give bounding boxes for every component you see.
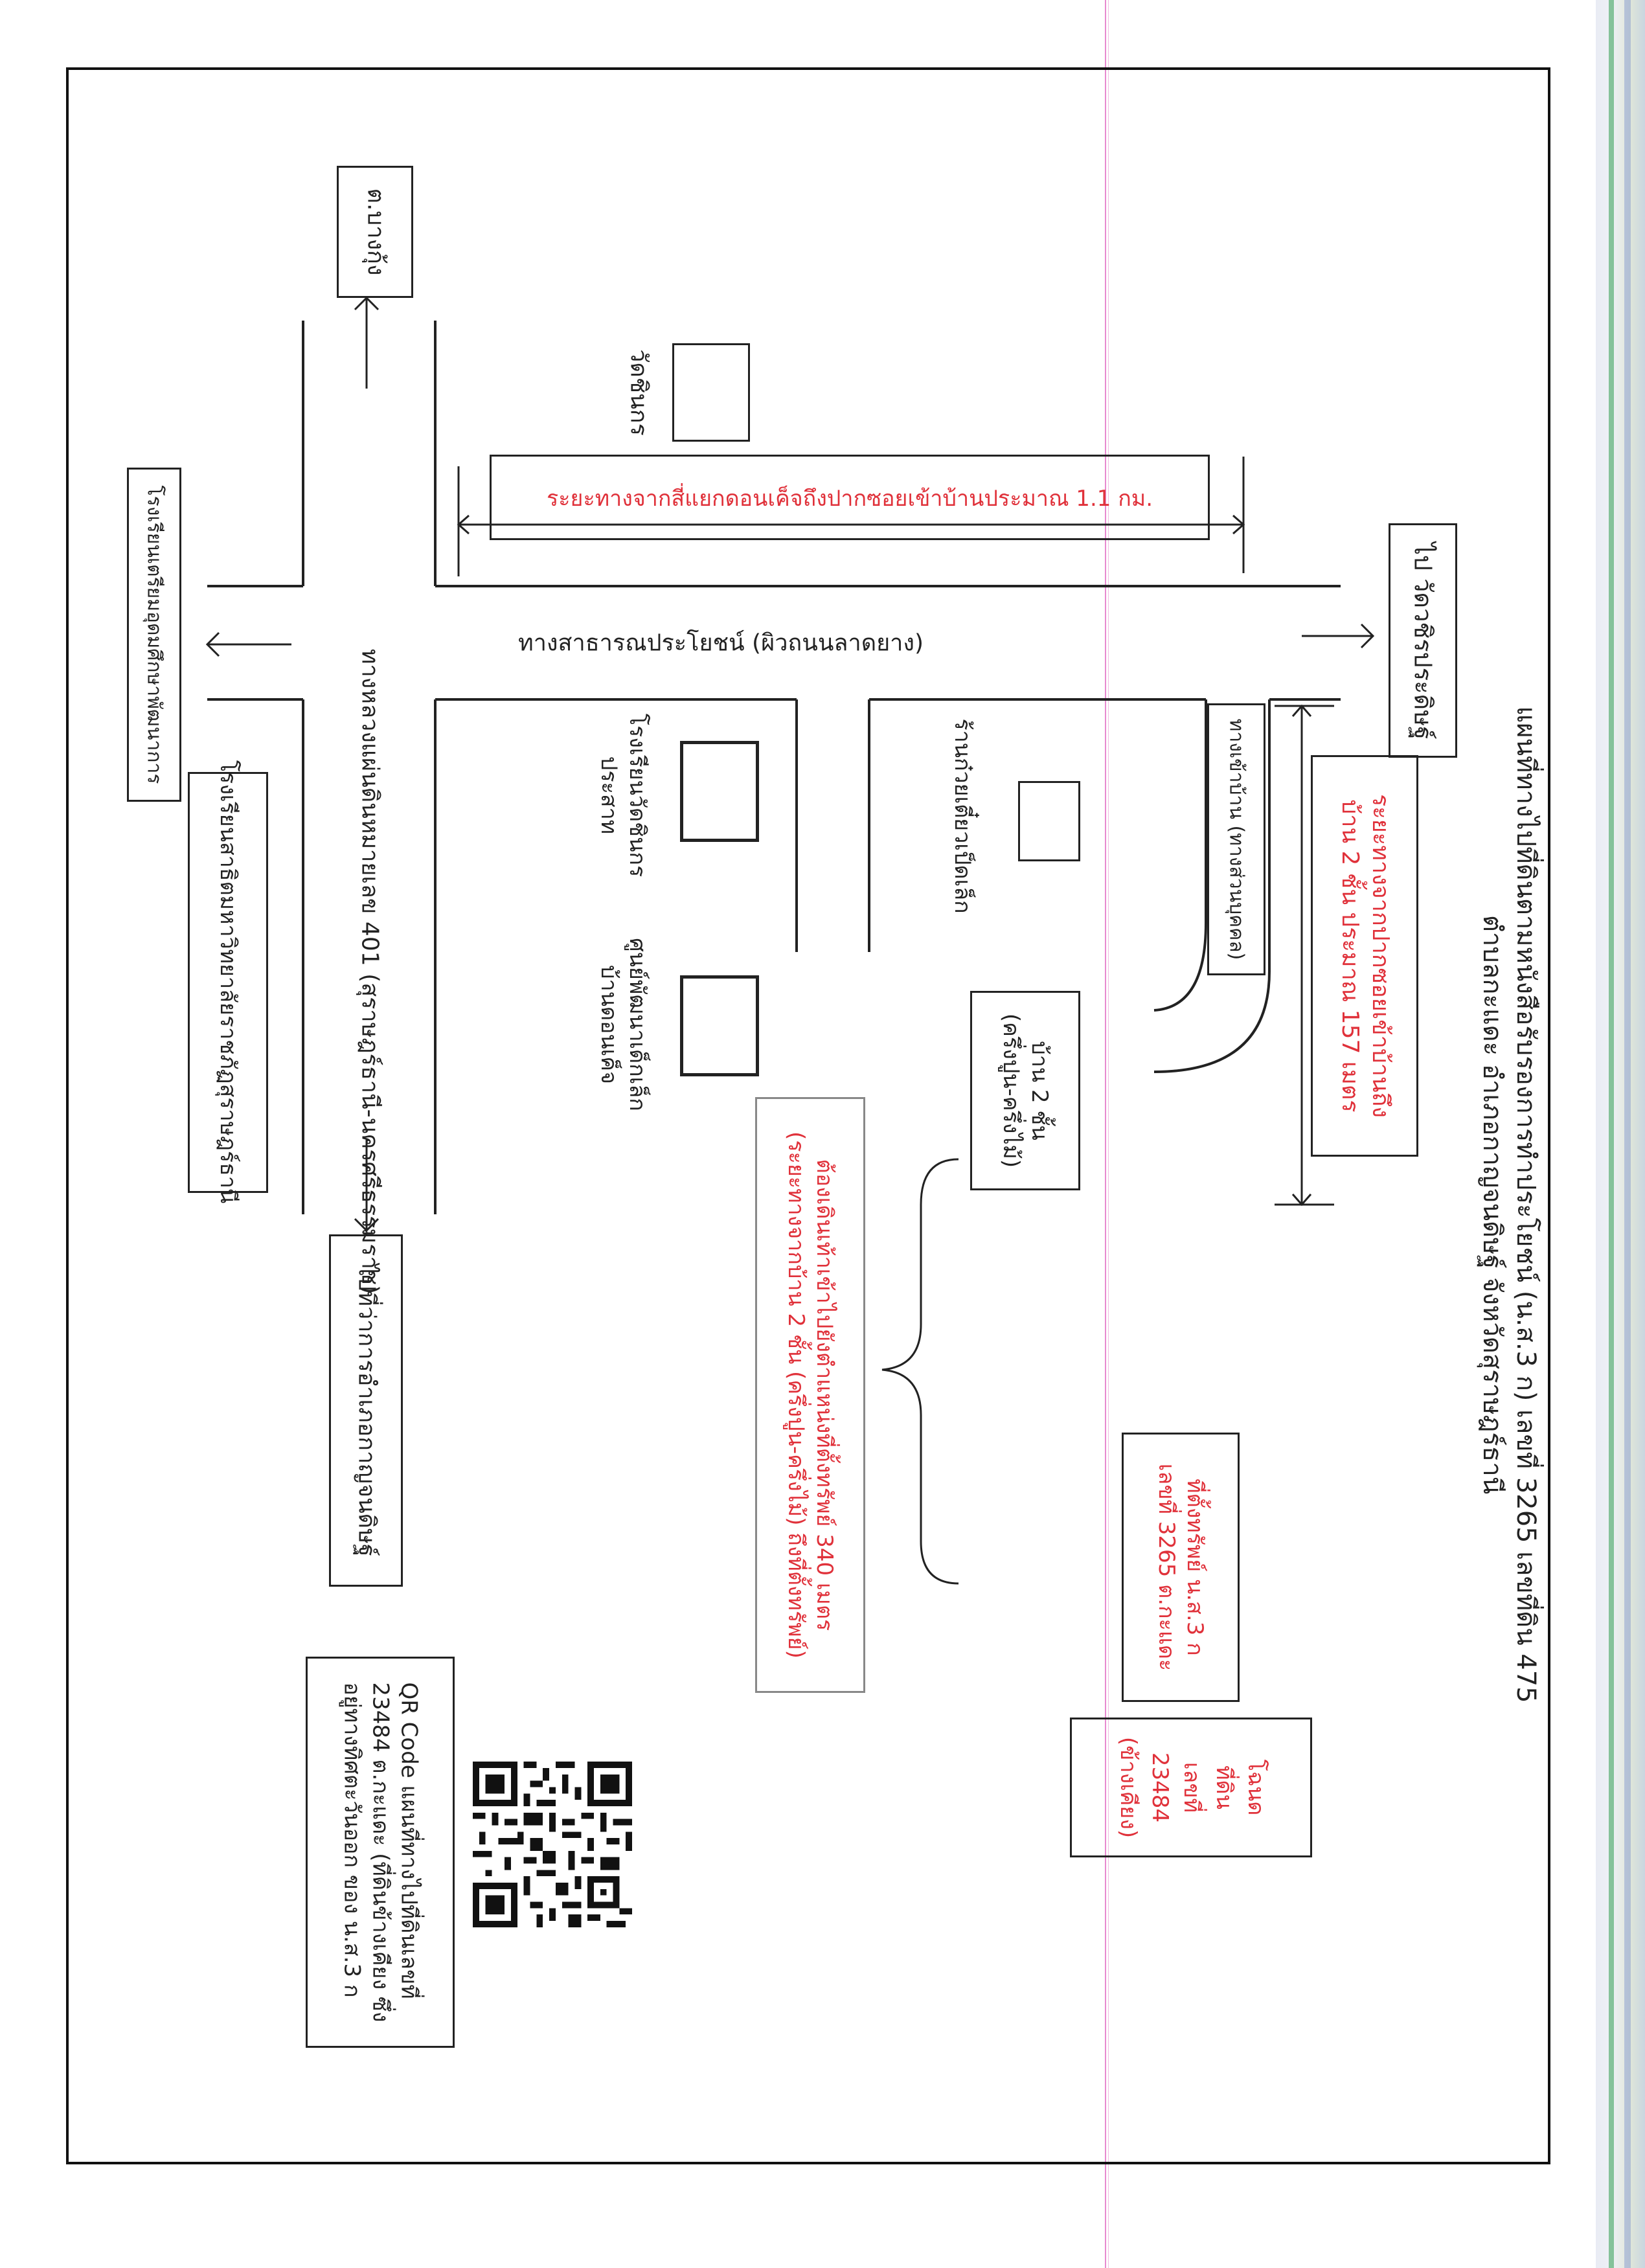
distance-1-label: ระยะทางจากสี่แยกดอนเค็จถึงปากซอยเข้าบ้าน… bbox=[547, 485, 1153, 512]
district-office-box bbox=[329, 1234, 403, 1587]
house-path-box bbox=[1207, 703, 1265, 975]
walk-note-box bbox=[755, 1097, 865, 1693]
child-center-line2: บ้านดอนเค็จ bbox=[596, 965, 622, 1084]
house-2floor-line1: บ้าน 2 ชั้น bbox=[1027, 1041, 1053, 1140]
qr-caption-box bbox=[306, 1657, 455, 2048]
distance-2-arrow-top bbox=[1291, 704, 1312, 717]
bangkung-box bbox=[337, 166, 413, 298]
child-center-line1: ศูนย์พัฒนาเด็กเล็ก bbox=[624, 938, 651, 1111]
deed-line2: ที่ดิน bbox=[1210, 1765, 1237, 1809]
arrow-icon-down-head bbox=[354, 1218, 380, 1232]
lane-curve-east bbox=[1153, 971, 1271, 1073]
deed-label: โฉนด ที่ดิน เลขที่ 23484 (ข้างเคียง) bbox=[1112, 1737, 1271, 1838]
public-road-label: ทางสาธารณประโยชน์ (ผิวถนนลาดยาง) bbox=[517, 629, 924, 657]
to-watchin-box bbox=[1389, 523, 1457, 758]
map-frame bbox=[66, 67, 1550, 2164]
school-kindergarten-box bbox=[127, 468, 181, 802]
district-office-label: ไปที่ว่าการอำเภอกาญจนดิษฐ์ bbox=[353, 1264, 380, 1557]
property-label: ที่ตั้งทรัพย์ น.ส.3 ก เลขที่ 3265 ต.กะแด… bbox=[1152, 1464, 1209, 1671]
distance-1-box bbox=[490, 455, 1210, 540]
house-2floor-label: บ้าน 2 ชั้น (ครึ่งปูน-ครึ่งไม้) bbox=[997, 1014, 1054, 1168]
school-kindergarten-label: โรงเรียนเตรียมอุดมศึกษาพัฒนาการ bbox=[142, 485, 166, 784]
deed-line5: (ข้างเคียง) bbox=[1115, 1736, 1142, 1839]
deed-line4: 23484 bbox=[1147, 1752, 1174, 1823]
qr-code-icon[interactable] bbox=[473, 1762, 632, 1927]
house-2floor-box bbox=[970, 991, 1080, 1190]
school-watchinkorn-line1: โรงเรียนวัดชินกร bbox=[624, 713, 651, 878]
to-watchin-label: ไป วัดวชิรประดิษฐ์ bbox=[1409, 542, 1438, 740]
distance-2-line2: บ้าน 2 ชั้น ประมาณ 157 เมตร bbox=[1337, 799, 1363, 1113]
curly-brace-icon bbox=[881, 1158, 959, 1585]
child-center-label: ศูนย์พัฒนาเด็กเล็ก บ้านดอนเค็จ bbox=[595, 938, 652, 1111]
arrow-icon-left-head bbox=[205, 631, 220, 657]
scan-edge bbox=[1596, 0, 1645, 2268]
map-title: แผนที่ทางไปที่ดินตามหนังสือรับรองการทำปร… bbox=[1475, 706, 1543, 1703]
walk-note-line1: ต้องเดินเท้าเข้าไปยังตำแหน่งที่ตั้งทรัพย… bbox=[811, 1159, 838, 1631]
arrow-icon-right-head bbox=[1360, 623, 1375, 649]
distance-2-box bbox=[1311, 755, 1418, 1157]
walk-note-label: ต้องเดินเท้าเข้าไปยังตำแหน่งที่ตั้งทรัพย… bbox=[782, 1131, 839, 1659]
qr-caption-line2: 23484 ต.กะแดะ (ที่ดินข้างเคียง ซึ่ง bbox=[367, 1682, 394, 2023]
property-line2: เลขที่ 3265 ต.กะแดะ bbox=[1153, 1463, 1179, 1672]
title-line1: แผนที่ทางไปที่ดินตามหนังสือรับรองการทำปร… bbox=[1511, 706, 1541, 1703]
qr-caption-line3: อยู่ทางทิศตะวันออก ของ น.ส.3 ก bbox=[338, 1682, 365, 1998]
distance-1-arrow-right bbox=[1232, 514, 1245, 535]
house-2floor-line2: (ครึ่งปูน-ครึ่งไม้) bbox=[998, 1013, 1024, 1168]
highway-label: ทางหลวงแผ่นดินหมายเลข 401 (สุราษฎร์ธานี-… bbox=[356, 648, 383, 1295]
property-box bbox=[1122, 1433, 1240, 1702]
margin-line bbox=[1105, 0, 1106, 2268]
school-watchinkorn-building bbox=[680, 741, 759, 842]
distance-2-arrow-bottom bbox=[1291, 1194, 1312, 1207]
distance-2-label: ระยะทางจากปากซอยเข้าบ้านถึง บ้าน 2 ชั้น … bbox=[1334, 794, 1395, 1118]
school-watchinkorn-line2: ประสาท bbox=[596, 756, 622, 835]
arrow-icon-up-head bbox=[354, 296, 380, 311]
watchinkorn-label: วัดชินกร bbox=[625, 349, 652, 436]
school-satit-label: โรงเรียนสาธิตมหาวิทยาลัยราชภัฏสุราษฎร์ธา… bbox=[215, 760, 242, 1204]
property-line1: ที่ตั้งทรัพย์ น.ส.3 ก bbox=[1182, 1479, 1208, 1656]
deed-line1: โฉนด bbox=[1243, 1759, 1269, 1816]
walk-note-line2: (ระยะทางจากบ้าน 2 ชั้น (ครึ่งปูน-ครึ่งไม… bbox=[783, 1131, 809, 1659]
title-line2: ตำบลกะแดะ อำเภอกาญจนดิษฐ์ จังหวัดสุราษฎร… bbox=[1477, 914, 1507, 1495]
bangkung-label: ต.บางกุ้ง bbox=[362, 188, 389, 276]
watchinkorn-temple-box bbox=[672, 343, 750, 442]
school-satit-box bbox=[188, 772, 268, 1193]
margin-line-2 bbox=[1108, 0, 1109, 2268]
qr-caption-line1: QR Code แผนที่ทางไปที่ดินเลขที่ bbox=[396, 1682, 422, 1999]
noodle-shop-label: ร้านก๋วยเตี๋ยวเป็ดเล็ก bbox=[949, 718, 976, 914]
noodle-shop-building bbox=[1018, 781, 1080, 861]
school-watchinkorn-label: โรงเรียนวัดชินกร ประสาท bbox=[595, 714, 652, 878]
lane-curve-west bbox=[1153, 922, 1207, 1012]
distance-2-line1: ระยะทางจากปากซอยเข้าบ้านถึง bbox=[1367, 794, 1394, 1118]
deed-box bbox=[1070, 1718, 1312, 1857]
qr-caption-label: QR Code แผนที่ทางไปที่ดินเลขที่ 23484 ต.… bbox=[337, 1682, 424, 2022]
house-path-label: ทางเข้าบ้าน (ทางส่วนบุคคล) bbox=[1225, 718, 1248, 960]
child-center-building bbox=[680, 975, 759, 1076]
distance-1-arrow-left bbox=[457, 514, 470, 535]
deed-line3: เลขที่ bbox=[1179, 1762, 1205, 1813]
